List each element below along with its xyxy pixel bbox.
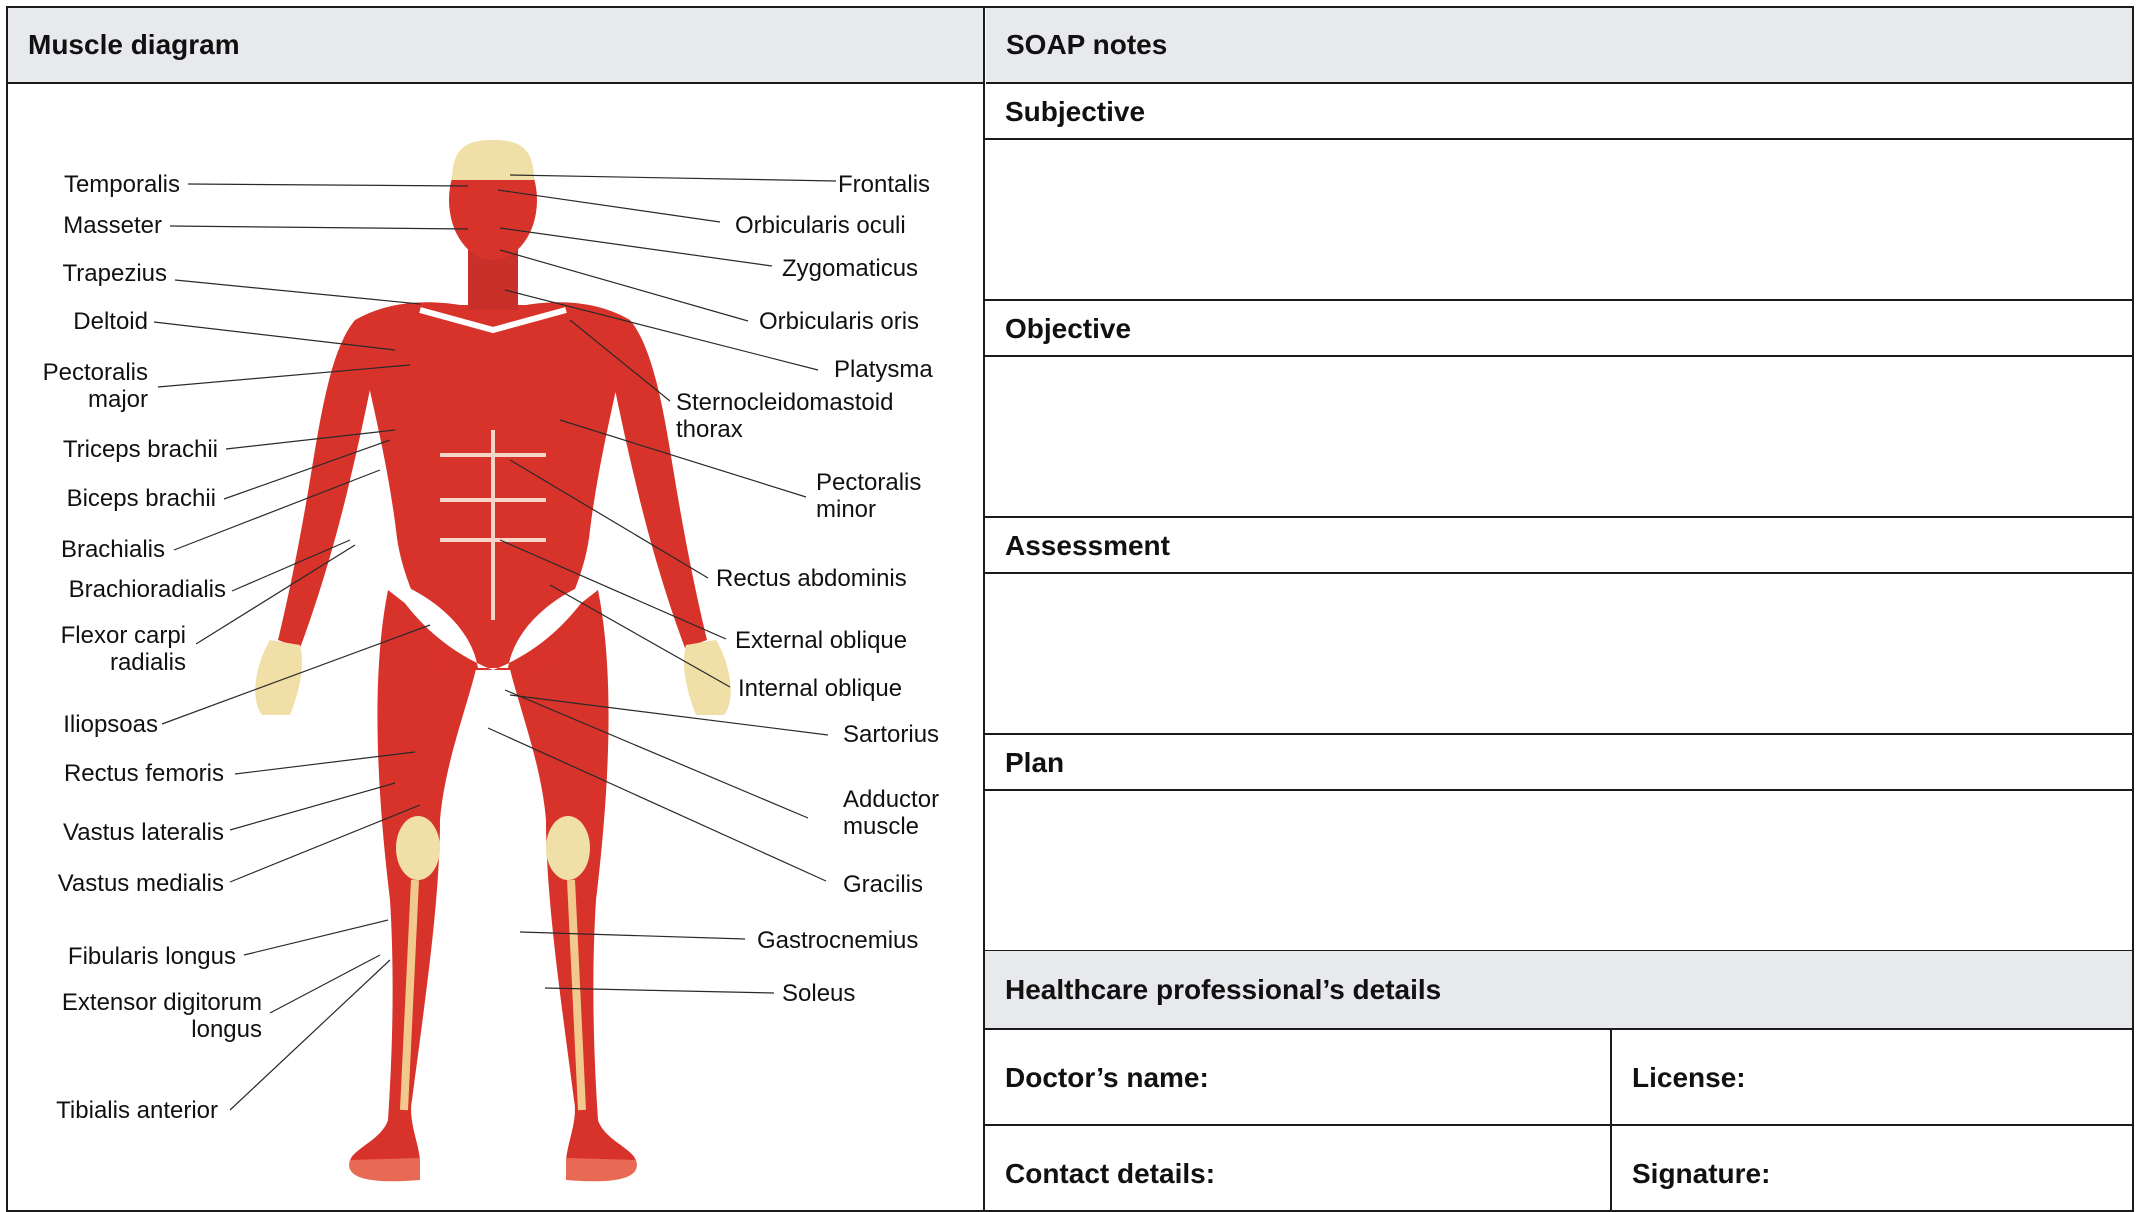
label-vastus-medialis: Vastus medialis	[58, 870, 224, 897]
label-pectoralis-major-2: major	[88, 386, 148, 413]
label-tibialis-anterior: Tibialis anterior	[56, 1097, 218, 1124]
label-flexor-carpi-2: radialis	[110, 649, 186, 676]
label-iliopsoas: Iliopsoas	[63, 711, 158, 738]
label-gracilis: Gracilis	[843, 871, 923, 898]
label-brachioradialis: Brachioradialis	[69, 576, 226, 603]
soap-notes-title: SOAP notes	[1006, 29, 1167, 61]
label-deltoid: Deltoid	[73, 308, 148, 335]
doctor-name-label: Doctor’s name:	[1005, 1062, 1209, 1094]
label-platysma: Platysma	[834, 356, 933, 383]
label-temporalis: Temporalis	[64, 171, 180, 198]
rule	[984, 299, 2134, 301]
label-orbicularis-oculi: Orbicularis oculi	[735, 212, 906, 239]
license-label: License:	[1632, 1062, 1746, 1094]
label-sternocleidomastoid-1: Sternocleidomastoid	[676, 389, 893, 416]
label-internal-oblique: Internal oblique	[738, 675, 902, 702]
label-extensor-digitorum-2: longus	[191, 1016, 262, 1043]
muscle-diagram-header: Muscle diagram	[8, 8, 984, 84]
label-orbicularis-oris: Orbicularis oris	[759, 308, 919, 335]
label-biceps-brachii: Biceps brachii	[67, 485, 216, 512]
right-labels: Frontalis Orbicularis oculi Zygomaticus …	[676, 171, 939, 1007]
label-flexor-carpi-1: Flexor carpi	[61, 622, 186, 649]
label-pectoralis-minor-2: minor	[816, 496, 876, 523]
label-adductor-1: Adductor	[843, 786, 939, 813]
soap-notes-header: SOAP notes	[986, 8, 2132, 84]
objective-label: Objective	[1005, 313, 1131, 345]
label-rectus-femoris: Rectus femoris	[64, 760, 224, 787]
rule	[984, 516, 2134, 518]
label-brachialis: Brachialis	[61, 536, 165, 563]
label-external-oblique: External oblique	[735, 627, 907, 654]
details-divider	[1610, 1030, 1612, 1212]
contact-details-label: Contact details:	[1005, 1158, 1215, 1190]
label-zygomaticus: Zygomaticus	[782, 255, 918, 282]
label-triceps-brachii: Triceps brachii	[63, 436, 218, 463]
label-sternocleidomastoid-2: thorax	[676, 416, 743, 443]
label-extensor-digitorum-1: Extensor digitorum	[62, 989, 262, 1016]
label-fibularis-longus: Fibularis longus	[68, 943, 236, 970]
label-trapezius: Trapezius	[63, 260, 167, 287]
label-frontalis: Frontalis	[838, 171, 930, 198]
plan-field[interactable]	[984, 791, 2134, 950]
signature-label: Signature:	[1632, 1158, 1770, 1190]
muscle-diagram-title: Muscle diagram	[28, 29, 240, 61]
label-masseter: Masseter	[63, 212, 162, 239]
label-adductor-2: muscle	[843, 813, 919, 840]
rule	[984, 733, 2134, 735]
label-sartorius: Sartorius	[843, 721, 939, 748]
label-pectoralis-minor-1: Pectoralis	[816, 469, 921, 496]
left-labels: Temporalis Masseter Trapezius Deltoid Pe…	[43, 171, 262, 1124]
label-gastrocnemius: Gastrocnemius	[757, 927, 918, 954]
objective-field[interactable]	[984, 357, 2134, 516]
subjective-label: Subjective	[1005, 96, 1145, 128]
muscle-diagram: Temporalis Masseter Trapezius Deltoid Pe…	[8, 84, 983, 1210]
label-pectoralis-major-1: Pectoralis	[43, 359, 148, 386]
label-vastus-lateralis: Vastus lateralis	[63, 819, 224, 846]
plan-label: Plan	[1005, 747, 1064, 779]
professional-details-header: Healthcare professional’s details	[985, 951, 2132, 1030]
subjective-field[interactable]	[984, 140, 2134, 299]
rule	[984, 1124, 2134, 1126]
professional-details-title: Healthcare professional’s details	[1005, 974, 1441, 1006]
label-rectus-abdominis: Rectus abdominis	[716, 565, 907, 592]
assessment-field[interactable]	[984, 574, 2134, 733]
label-soleus: Soleus	[782, 980, 855, 1007]
assessment-label: Assessment	[1005, 530, 1170, 562]
